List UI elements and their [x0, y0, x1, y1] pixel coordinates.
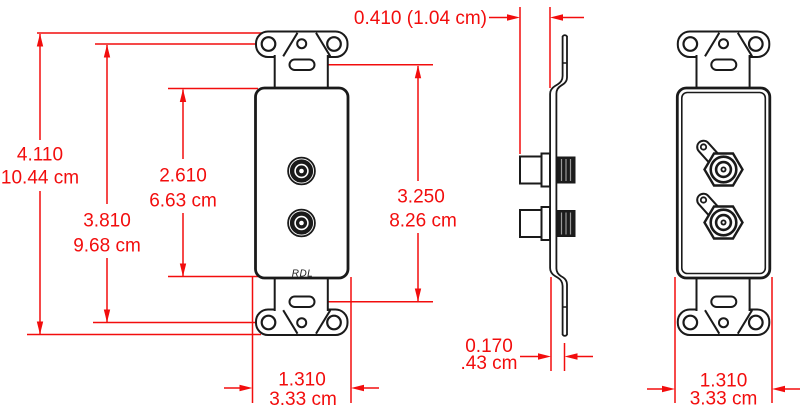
- rear-view: [675, 30, 772, 336]
- solder-lug-hole-bottom: [699, 196, 708, 204]
- dim-bracket-offset: 0.170 .43 cm: [460, 277, 593, 374]
- dim-plate-face-in: 2.610: [159, 166, 207, 187]
- brand-label: RDL: [292, 269, 314, 280]
- solder-lug-hole-top: [699, 143, 708, 151]
- side-view: [519, 34, 576, 337]
- dim-plate-face-cm: 6.63 cm: [149, 191, 217, 212]
- side-front-connector-bottom: [519, 206, 551, 241]
- rear-connector-top: [696, 139, 744, 187]
- front-bottom-right-ear-hole: [326, 314, 342, 331]
- dim-front-width-in: 1.310: [278, 370, 326, 391]
- side-rear-connector-barrels: [556, 156, 576, 237]
- rear-bottom-mounting-slot: [710, 295, 738, 308]
- rear-top-mounting-bracket: [676, 30, 771, 89]
- dim-bracket-offset-in: 0.170: [465, 336, 513, 357]
- side-plate-profile: [549, 34, 568, 337]
- front-jack-top: [287, 156, 316, 186]
- rear-connector-bottom: [696, 192, 744, 240]
- front-bottom-mounting-bracket: [255, 277, 349, 336]
- side-front-connector-top: [519, 152, 551, 188]
- rear-bottom-left-ear-hole: [682, 314, 699, 331]
- front-top-mounting-bracket: [255, 30, 349, 89]
- dim-slot-spacing-cm: 8.26 cm: [389, 211, 457, 232]
- front-view: RDL: [254, 30, 350, 336]
- dim-plate-face-height: 2.610 6.63 cm: [149, 87, 258, 278]
- dim-rear-width-in: 1.310: [700, 371, 748, 392]
- dim-mounting-spacing-in: 3.810: [83, 211, 131, 232]
- dim-front-width-cm: 3.33 cm: [269, 389, 337, 410]
- dim-overall-height-cm: 10.44 cm: [1, 168, 79, 189]
- rear-bottom-right-ear-hole: [747, 314, 764, 331]
- front-bottom-left-ear-hole: [260, 314, 277, 331]
- front-top-mounting-slot: [288, 58, 316, 71]
- dim-connector-depth-label: 0.410 (1.04 cm): [354, 8, 487, 29]
- rear-top-screw-hole: [718, 38, 729, 50]
- dim-mounting-spacing-cm: 9.68 cm: [73, 236, 141, 257]
- dim-overall-height: 4.110 10.44 cm: [1, 32, 280, 336]
- dim-bracket-offset-cm: .43 cm: [460, 353, 517, 374]
- rear-bottom-screw-hole: [718, 317, 729, 329]
- rear-top-mounting-slot: [710, 58, 738, 71]
- dim-slot-spacing-in: 3.250: [397, 187, 445, 208]
- dim-front-width: 1.310 3.33 cm: [224, 277, 379, 410]
- rear-bottom-mounting-bracket: [676, 277, 771, 336]
- dim-overall-height-in: 4.110: [17, 145, 63, 166]
- dim-rear-width: 1.310 3.33 cm: [647, 277, 800, 410]
- rear-plate-inner-outline: [680, 91, 767, 275]
- dim-connector-depth: 0.410 (1.04 cm): [354, 7, 584, 154]
- front-top-left-ear-hole: [260, 36, 277, 52]
- rear-top-left-ear-hole: [682, 36, 699, 52]
- front-bottom-mounting-slot: [288, 295, 316, 308]
- front-jack-bottom: [287, 208, 316, 238]
- front-bottom-screw-hole: [296, 317, 308, 329]
- dim-rear-width-cm: 3.33 cm: [690, 389, 758, 410]
- front-top-screw-hole: [296, 38, 308, 50]
- rear-top-right-ear-hole: [747, 36, 764, 52]
- front-top-right-ear-hole: [326, 36, 342, 52]
- dim-slot-spacing: 3.250 8.26 cm: [315, 64, 457, 303]
